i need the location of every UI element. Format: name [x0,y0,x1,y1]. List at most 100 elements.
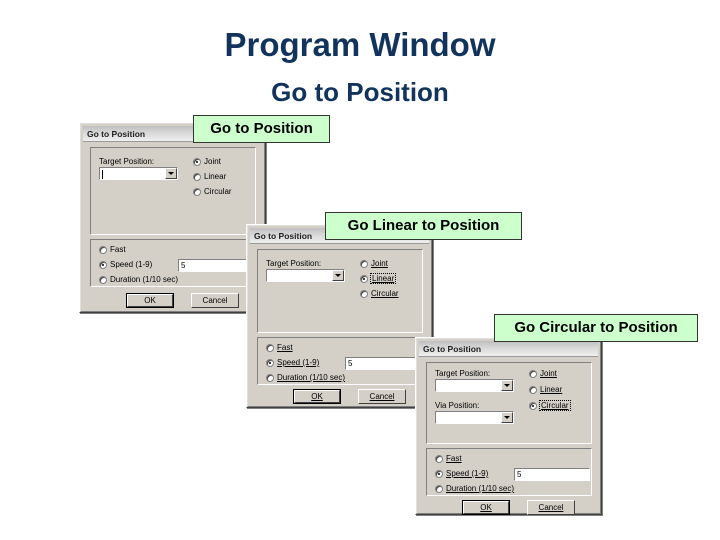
speed-value-input[interactable]: 5 [178,259,263,272]
ok-button[interactable]: OK [293,389,341,404]
motion-radio-circular[interactable]: Circular [529,400,571,411]
motion-radio-linear-label: Linear [204,172,227,181]
motion-radio-linear[interactable]: Linear [529,385,562,394]
callout-go-to-position: Go to Position [193,115,330,143]
speed-radio-fast-label: Fast [446,454,462,463]
motion-radio-joint[interactable]: Joint [529,369,557,378]
motion-radio-linear-label: Linear [540,385,563,394]
radio-indicator[interactable] [529,369,537,378]
speed-radio-fast-label: Fast [277,343,293,352]
dialog-title-text: Go to Position [423,343,482,354]
radio-indicator[interactable] [99,275,107,284]
radio-indicator[interactable] [435,484,443,493]
motion-radio-joint-label: Joint [204,157,221,166]
page-subtitle: Go to Position [271,77,449,107]
radio-indicator[interactable] [529,385,537,394]
cancel-button[interactable]: Cancel [527,500,575,515]
radio-indicator[interactable] [360,289,368,298]
radio-indicator[interactable] [99,245,107,254]
speed-radio-speed[interactable]: Speed (1-9) [99,260,152,269]
motion-radio-circular[interactable]: Circular [193,187,232,196]
speed-radio-fast[interactable]: Fast [435,454,462,463]
cancel-button-label: Cancel [538,503,564,512]
position-groupbox [257,249,423,333]
speed-radio-duration[interactable]: Duration (1/10 sec) [266,373,345,382]
radio-indicator[interactable] [435,469,443,478]
speed-radio-speed[interactable]: Speed (1-9) [266,358,319,367]
dialog-frame: Go to Position Target Position: Joint Li… [80,123,265,312]
ok-button-label: OK [144,296,156,305]
motion-radio-joint-label: Joint [371,259,388,268]
motion-radio-linear-label: Linear [369,273,397,284]
motion-radio-circular-label: Circular [371,289,399,298]
motion-radio-circular-label: Circular [539,400,571,411]
radio-indicator[interactable] [266,343,274,352]
radio-indicator[interactable] [99,260,107,269]
motion-radio-linear[interactable]: Linear [193,172,226,181]
speed-radio-speed-label: Speed (1-9) [110,260,153,269]
speed-radio-fast-label: Fast [110,245,126,254]
position-groupbox [426,362,592,444]
chevron-down-icon[interactable] [165,168,177,179]
ok-button-label: OK [311,392,323,401]
speed-value-input[interactable]: 5 [514,468,590,481]
radio-indicator[interactable] [193,187,201,196]
ok-button[interactable]: OK [462,500,510,515]
dialog-frame: Go to Position Target Position: Via Posi… [416,338,601,515]
motion-radio-linear[interactable]: Linear [360,273,397,284]
ok-button[interactable]: OK [126,293,174,308]
radio-indicator[interactable] [435,454,443,463]
text-cursor [102,170,103,179]
speed-radio-duration[interactable]: Duration (1/10 sec) [99,275,178,284]
dialog-titlebar[interactable]: Go to Position [419,341,598,357]
ok-button-label: OK [480,503,492,512]
radio-indicator[interactable] [360,259,368,268]
dialog-title-text: Go to Position [87,128,146,139]
speed-radio-speed-label: Speed (1-9) [446,469,489,478]
cancel-button[interactable]: Cancel [358,389,406,404]
callout-go-circular-to-position: Go Circular to Position [494,314,698,342]
via-position-combo[interactable] [435,411,514,424]
speed-radio-duration-label: Duration (1/10 sec) [277,373,346,382]
motion-radio-joint-label: Joint [540,369,557,378]
cancel-button-label: Cancel [369,392,395,401]
via-position-label: Via Position: [435,401,480,410]
motion-radio-circular-label: Circular [204,187,232,196]
target-position-combo[interactable] [266,269,345,282]
speed-radio-duration[interactable]: Duration (1/10 sec) [435,484,514,493]
radio-indicator[interactable] [529,401,537,410]
dialog-go-linear-to-position[interactable]: Go to Position Target Position: Joint Li… [246,224,433,408]
speed-radio-duration-label: Duration (1/10 sec) [446,484,515,493]
speed-radio-fast[interactable]: Fast [266,343,293,352]
radio-indicator[interactable] [193,157,201,166]
motion-radio-joint[interactable]: Joint [193,157,221,166]
speed-radio-speed[interactable]: Speed (1-9) [435,469,488,478]
motion-radio-joint[interactable]: Joint [360,259,388,268]
radio-indicator[interactable] [266,358,274,367]
position-groupbox [90,147,256,235]
chevron-down-icon[interactable] [501,412,513,423]
speed-groupbox [426,448,592,496]
dialog-go-to-position[interactable]: Go to Position Target Position: Joint Li… [79,122,266,313]
target-position-label: Target Position: [266,259,322,268]
target-position-combo[interactable] [99,167,178,180]
dialog-go-circular-to-position[interactable]: Go to Position Target Position: Via Posi… [415,337,602,515]
callout-go-linear-to-position: Go Linear to Position [325,212,522,240]
speed-radio-duration-label: Duration (1/10 sec) [110,275,179,284]
target-position-combo[interactable] [435,379,514,392]
cancel-button[interactable]: Cancel [191,293,239,308]
chevron-down-icon[interactable] [501,380,513,391]
speed-value-input[interactable]: 5 [345,357,430,370]
dialog-title-text: Go to Position [254,230,313,241]
motion-radio-circular[interactable]: Circular [360,289,399,298]
target-position-label: Target Position: [99,157,155,166]
dialog-frame: Go to Position Target Position: Joint Li… [247,225,432,407]
speed-radio-fast[interactable]: Fast [99,245,126,254]
chevron-down-icon[interactable] [332,270,344,281]
radio-indicator[interactable] [266,373,274,382]
page-title: Program Window [224,26,496,63]
target-position-label: Target Position: [435,369,491,378]
radio-indicator[interactable] [193,172,201,181]
radio-indicator[interactable] [360,274,368,283]
speed-radio-speed-label: Speed (1-9) [277,358,320,367]
